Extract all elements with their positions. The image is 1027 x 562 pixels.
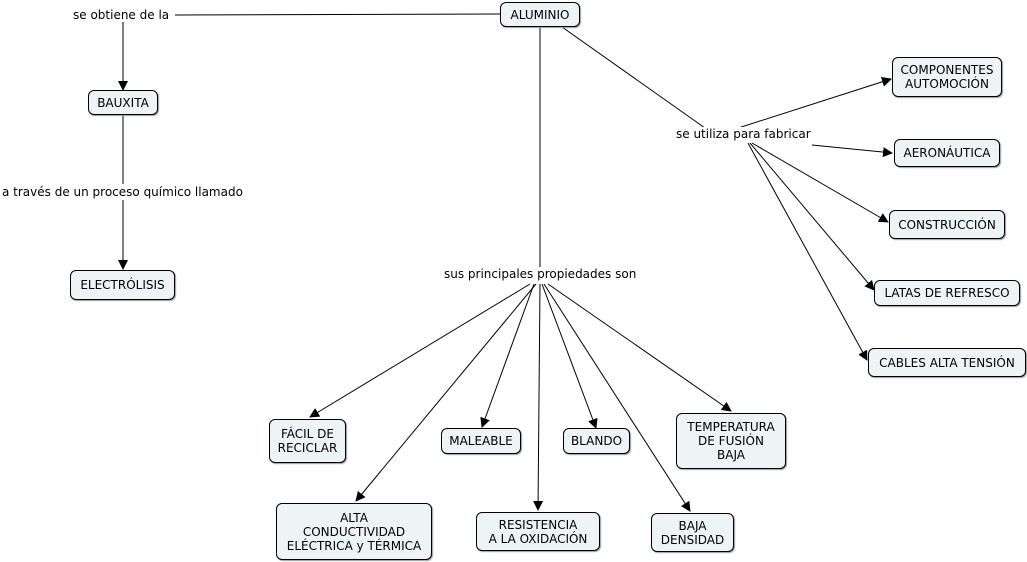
- connector-se-utiliza-construccion: [751, 142, 889, 223]
- phrase-se-obtiene: se obtiene de la: [70, 8, 173, 22]
- connector-propiedades-conductividad: [355, 283, 537, 502]
- node-electrolisis[interactable]: ELECTRÓLISIS: [70, 270, 175, 300]
- connector-propiedades-baja-densidad: [543, 283, 691, 512]
- connector-se-utiliza-aeronautica: [811, 144, 893, 158]
- node-componentes-automocion[interactable]: COMPONENTES AUTOMOCIÓN: [892, 57, 1002, 97]
- node-baja-densidad[interactable]: BAJA DENSIDAD: [651, 513, 734, 552]
- node-maleable[interactable]: MALEABLE: [441, 428, 521, 454]
- node-bauxita[interactable]: BAUXITA: [88, 90, 158, 115]
- node-cables-alta-tension[interactable]: CABLES ALTA TENSIÓN: [868, 348, 1026, 377]
- node-construccion[interactable]: CONSTRUCCIÓN: [889, 210, 1005, 239]
- phrase-propiedades: sus principales propiedades son: [441, 267, 640, 281]
- connector-propiedades-facil: [309, 283, 531, 418]
- phrase-se-utiliza: se utiliza para fabricar: [673, 127, 814, 141]
- node-aeronautica[interactable]: AERONÁUTICA: [894, 139, 1000, 167]
- node-latas-de-refresco[interactable]: LATAS DE REFRESCO: [874, 280, 1020, 306]
- node-blando[interactable]: BLANDO: [563, 428, 630, 454]
- node-facil-de-reciclar[interactable]: FÁCIL DE RECICLAR: [269, 419, 346, 463]
- connector-aluminio-se-utiliza: [561, 26, 706, 129]
- node-resistencia-oxidacion[interactable]: RESISTENCIA A LA OXIDACIÓN: [476, 512, 600, 551]
- node-aluminio[interactable]: ALUMINIO: [500, 2, 580, 27]
- phrase-a-traves: a través de un proceso químico llamado: [0, 185, 246, 199]
- connector-se-utiliza-cables: [747, 142, 868, 361]
- connector-se-utiliza-componentes: [734, 76, 892, 130]
- node-temperatura-fusion-baja[interactable]: TEMPERATURA DE FUSIÓN BAJA: [676, 413, 786, 469]
- connector-se-utiliza-latas: [749, 142, 875, 291]
- connector-propiedades-temperatura: [547, 283, 732, 412]
- node-alta-conductividad[interactable]: ALTA CONDUCTIVIDAD ELÉCTRICA y TÉRMICA: [276, 503, 432, 560]
- connector-aluminio-se-obtiene: [174, 13, 501, 16]
- connector-propiedades-blando: [541, 283, 598, 429]
- connector-propiedades-resistencia: [533, 283, 544, 511]
- connector-propiedades-maleable: [480, 283, 535, 428]
